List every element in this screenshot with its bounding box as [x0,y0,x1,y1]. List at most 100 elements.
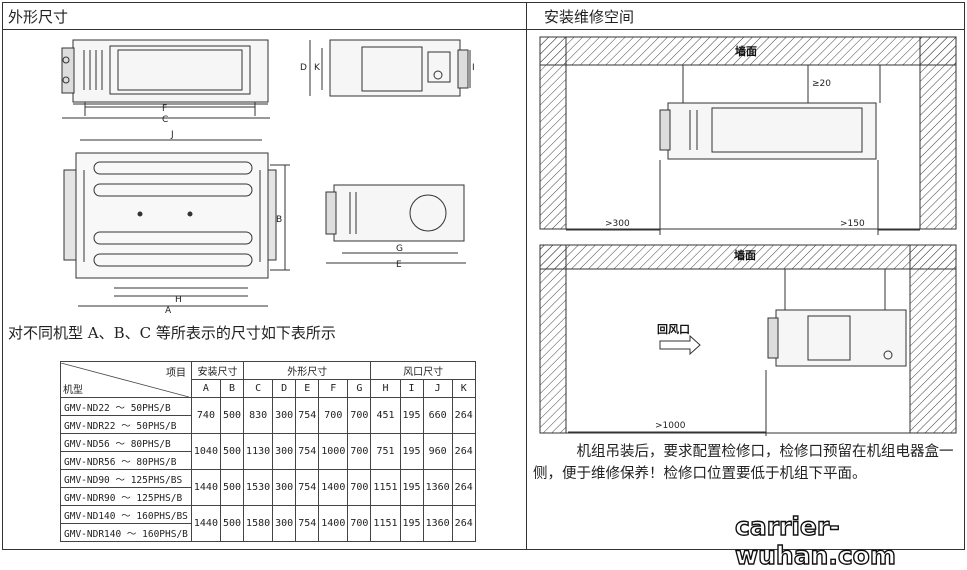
col-header: I [399,379,424,398]
value-cell: 1580 [243,505,274,542]
dim-label-d: D [300,63,307,73]
model-name-cell: GMV-ND90 ～ 125PHS/BS [60,469,192,488]
dim-label-j: J [170,130,174,140]
clearance-left-label: >300 [605,219,630,229]
left-title-rule [2,29,526,30]
col-header: H [370,379,401,398]
group-vent-header: 风口尺寸 [370,361,476,380]
col-header: A [190,379,221,398]
col-header: E [295,379,320,398]
dim-label-g: G [396,244,403,254]
value-cell: 1440 [190,505,221,542]
value-cell: 1130 [243,433,274,470]
value-cell: 751 [370,433,401,470]
value-cell: 1360 [422,469,453,506]
wall-label-bottom: 墙面 [734,248,756,262]
value-cell: 1440 [190,469,221,506]
dim-label-a: A [165,306,172,316]
col-header: C [243,379,274,398]
value-cell: 1530 [243,469,274,506]
model-name-cell: GMV-NDR140 ～ 160PHS/B [60,523,192,542]
value-cell: 1400 [318,469,349,506]
value-cell: 754 [295,469,320,506]
col-header: F [318,379,349,398]
side-view-drawing [309,39,471,97]
value-cell: 500 [219,433,245,470]
value-cell: 960 [422,433,453,470]
value-cell: 300 [272,505,297,542]
table-row: GMV-NDR140 ～ 160PHS/B [60,523,476,542]
value-cell: 754 [295,433,320,470]
value-cell: 300 [272,397,297,434]
col-header: D [272,379,297,398]
value-cell: 700 [347,433,372,470]
clearance-return-label: >1000 [655,421,686,431]
value-cell: 830 [243,397,274,434]
dim-label-f: F [162,104,167,114]
outline-drawings: F C D K I J B H A [61,36,957,436]
value-cell: 754 [295,505,320,542]
value-cell: 660 [422,397,453,434]
clearance-diagram-top [539,36,957,235]
top-view-drawing [61,39,270,119]
value-cell: 264 [451,505,476,542]
dim-label-i: I [472,63,475,73]
value-cell: 500 [219,469,245,506]
value-cell: 264 [451,433,476,470]
value-cell: 1151 [370,469,401,506]
table-corner-cell: 项目 机型 [60,361,192,398]
col-header: J [422,379,453,398]
model-name-cell: GMV-ND140 ～ 160PHS/BS [60,505,192,524]
value-cell: 754 [295,397,320,434]
end-view-drawing [325,184,466,264]
dim-label-b: B [276,215,282,225]
value-cell: 1360 [422,505,453,542]
value-cell: 1151 [370,505,401,542]
value-cell: 300 [272,469,297,506]
value-cell: 700 [347,397,372,434]
value-cell: 264 [451,397,476,434]
watermark-text: carrier-wuhan.com [734,511,896,570]
dim-label-c: C [162,115,168,125]
value-cell: 700 [318,397,349,434]
model-name-cell: GMV-ND56 ～ 80PHS/B [60,433,192,452]
dim-label-e: E [396,260,402,270]
model-name-cell: GMV-NDR22 ～ 50PHS/B [60,415,192,434]
right-title-rule [526,29,964,30]
bottom-view-drawing [63,139,290,307]
value-cell: 700 [347,505,372,542]
value-cell: 740 [190,397,221,434]
clearance-top-label: ≥20 [812,79,831,89]
value-cell: 1040 [190,433,221,470]
value-cell: 500 [219,397,245,434]
value-cell: 451 [370,397,401,434]
model-name-cell: GMV-NDR56 ～ 80PHS/B [60,451,192,470]
install-space-title: 安装维修空间 [544,8,635,26]
group-outline-header: 外形尺寸 [243,361,372,380]
wall-label-top: 墙面 [735,44,757,58]
installation-note: 机组吊装后，要求配置检修口，检修口预留在机组电器盒一侧，便于维修保养！检修口位置… [533,444,954,482]
col-header: K [451,379,476,398]
col-header: G [347,379,372,398]
value-cell: 264 [451,469,476,506]
clearance-right-label: >150 [840,219,865,229]
return-air-label: 回风口 [657,322,690,336]
model-name-cell: GMV-NDR90 ～ 125PHS/B [60,487,192,506]
clearance-diagram-bottom [539,244,957,436]
outline-dimensions-title: 外形尺寸 [8,8,69,26]
group-install-header: 安装尺寸 [190,361,245,380]
dim-label-h: H [175,295,182,305]
value-cell: 1000 [318,433,349,470]
corner-item-label: 项目 [166,367,186,379]
corner-model-label: 机型 [63,384,83,396]
value-cell: 195 [399,469,424,506]
col-header: B [219,379,245,398]
value-cell: 700 [347,469,372,506]
value-cell: 1400 [318,505,349,542]
panel-divider [526,2,527,550]
page-frame [2,2,965,550]
